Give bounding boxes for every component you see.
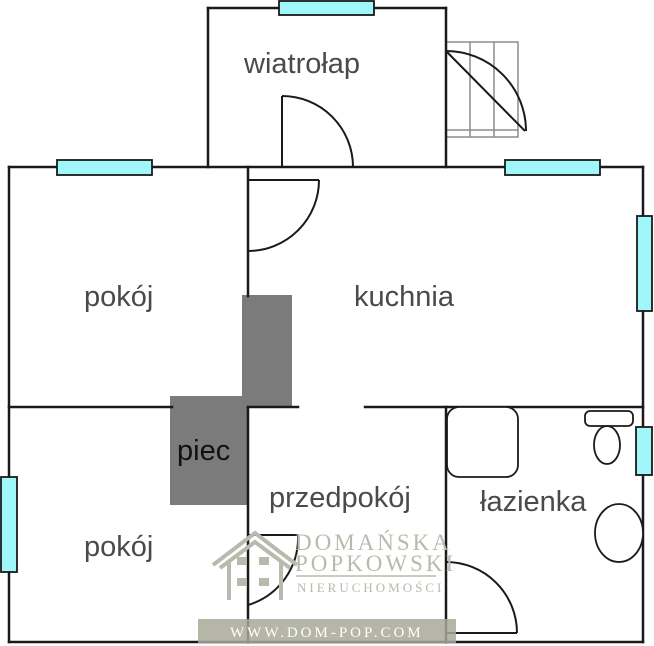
house-logo-icon xyxy=(211,530,299,600)
room-label-wiatrolap: wiatrołap xyxy=(243,48,360,80)
room-label-przedpokoj: przedpokój xyxy=(269,482,411,514)
sink xyxy=(594,503,644,563)
room-label-lazienka: łazienka xyxy=(480,486,587,518)
watermark-line1: DOMAŃSKA xyxy=(295,530,452,555)
stove-label: piec xyxy=(177,435,230,467)
room-label-pokoj-bottom: pokój xyxy=(84,531,153,563)
toilet-bowl xyxy=(593,425,621,465)
bathroom-fixtures xyxy=(446,406,644,563)
window-kitchen-right xyxy=(636,215,653,312)
shower-tray xyxy=(446,406,519,478)
room-label-pokoj-top: pokój xyxy=(84,281,153,313)
window-kitchen-top xyxy=(504,159,601,176)
watermark-url: WWW.DOM-POP.COM xyxy=(230,625,424,641)
window-room-top xyxy=(56,159,153,176)
watermark: DOMAŃSKA POPKOWSKI NIERUCHOMOŚCI WWW.DOM… xyxy=(198,530,456,643)
stove xyxy=(170,295,292,505)
watermark-line3: NIERUCHOMOŚCI xyxy=(297,580,444,595)
windows xyxy=(0,0,653,573)
room-label-kuchnia: kuchnia xyxy=(354,281,455,313)
window-room-bottom xyxy=(0,476,18,573)
stairs xyxy=(445,41,519,138)
doors xyxy=(247,50,527,634)
watermark-band xyxy=(198,619,456,643)
watermark-line2: POPKOWSKI xyxy=(295,551,456,576)
window-bathroom xyxy=(635,426,653,476)
window-vestibule xyxy=(278,0,375,16)
toilet-tank xyxy=(584,410,634,427)
